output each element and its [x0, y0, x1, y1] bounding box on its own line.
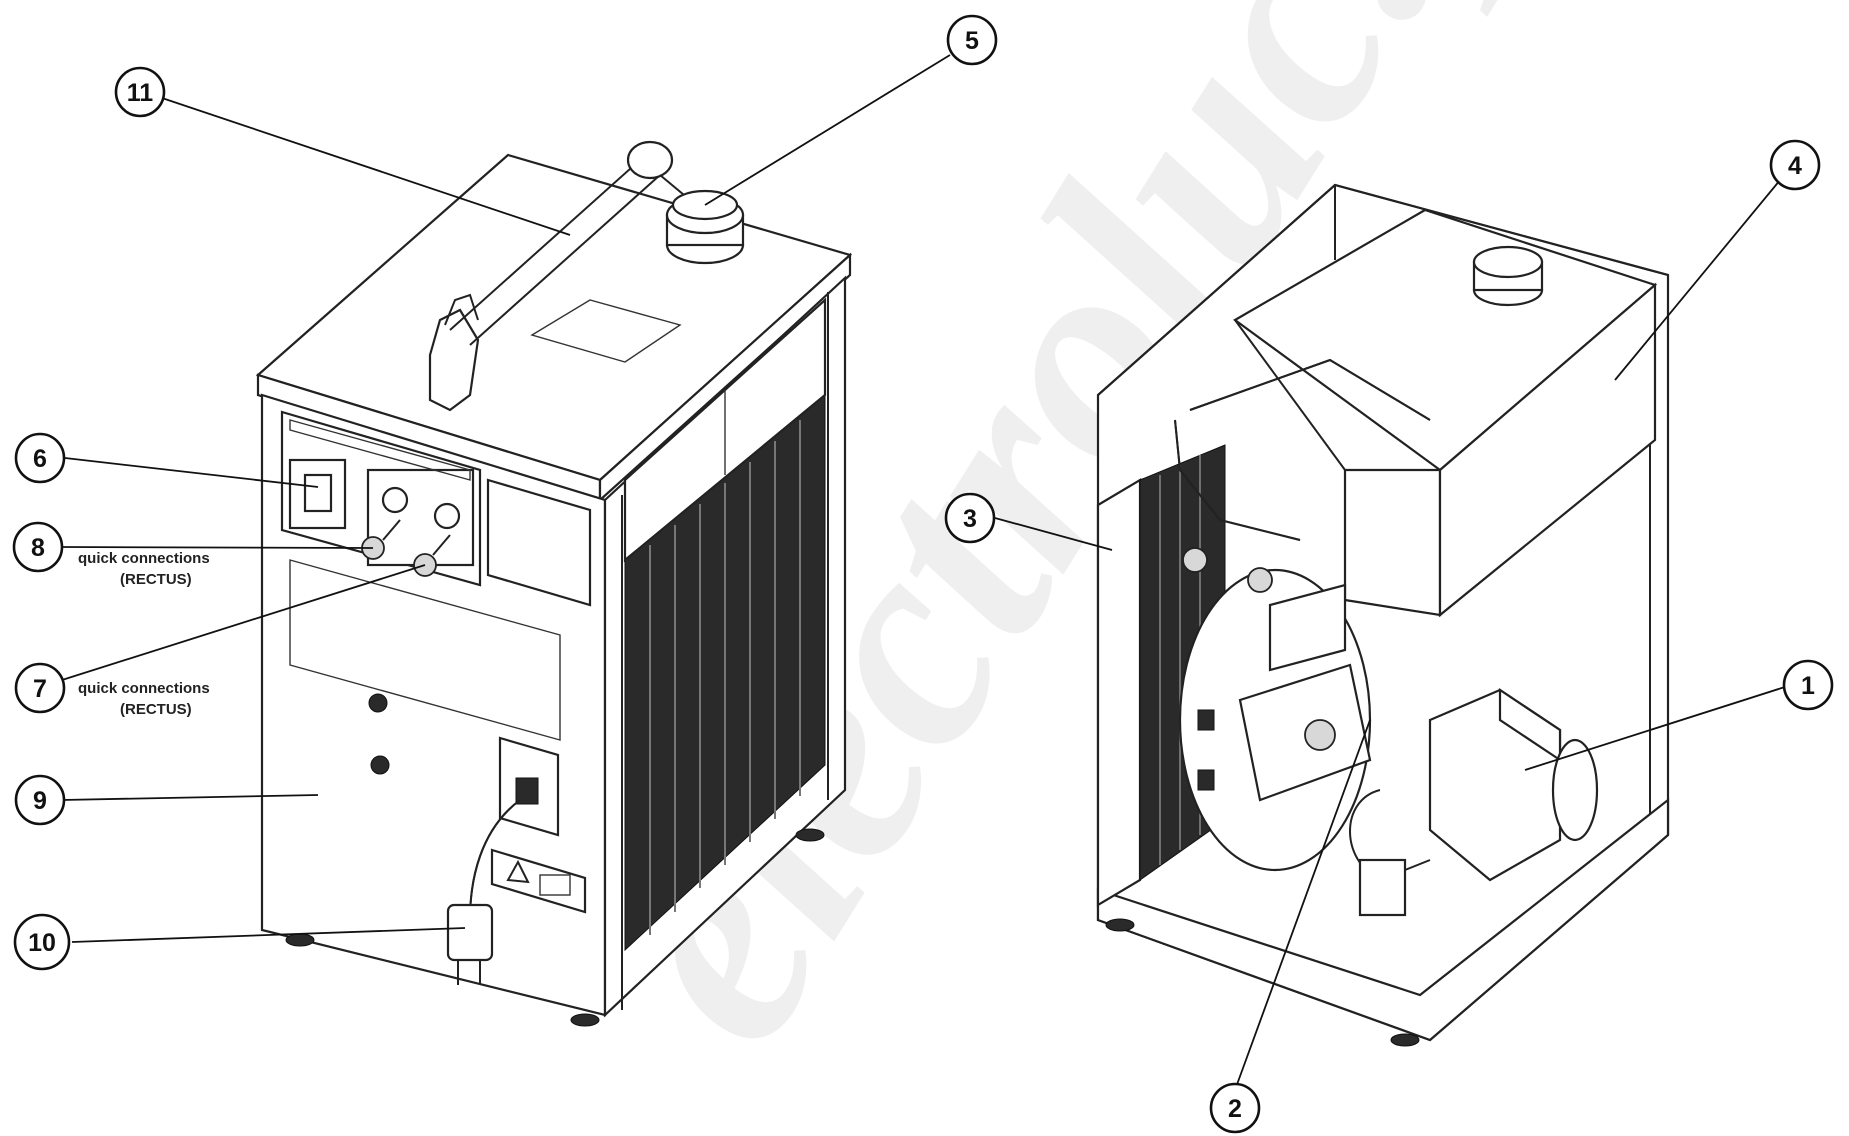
leader-6	[64, 457, 319, 488]
callout-8-label: 8	[31, 534, 45, 562]
callout-4: 4	[1769, 139, 1821, 191]
warning-triangle-icon	[506, 859, 530, 884]
callout-7: 7	[14, 662, 66, 714]
callout-3-label: 3	[963, 505, 977, 533]
callout-6: 6	[14, 432, 66, 484]
leader-1	[1524, 685, 1789, 771]
note-7-line1: quick connections	[78, 680, 210, 697]
leader-2	[1234, 719, 1371, 1091]
front-unit-name-plate	[289, 419, 471, 481]
quick-connection-hose-b	[432, 534, 451, 556]
callout-9: 9	[14, 774, 66, 826]
note-7-line2: (RECTUS)	[120, 701, 192, 718]
note-callout-8: quick connections (RECTUS)	[78, 550, 210, 588]
front-unit-screw-a	[368, 693, 388, 713]
open-unit-base-tray	[1096, 797, 1670, 1042]
leader-11	[161, 97, 571, 236]
callout-1-label: 1	[1801, 672, 1815, 700]
tank-cap	[1472, 245, 1544, 307]
front-unit-front-label	[289, 559, 561, 741]
front-unit-lid-label	[530, 299, 682, 363]
filler-cap	[665, 189, 745, 265]
note-8-line2: (RECTUS)	[120, 571, 192, 588]
callout-4-label: 4	[1788, 152, 1802, 180]
callout-10: 10	[13, 913, 71, 971]
leader-10	[71, 927, 466, 943]
refrigerant-piping	[1174, 358, 1431, 593]
front-unit-vent-slots	[649, 420, 801, 935]
callout-1: 1	[1782, 659, 1834, 711]
power-switch	[303, 473, 333, 513]
evaporator-assembly	[1197, 583, 1372, 802]
open-unit-foot-a	[1105, 918, 1135, 932]
front-unit	[255, 140, 853, 1027]
leader-4	[1614, 167, 1791, 381]
front-unit-screw-b	[370, 755, 390, 775]
leader-9	[61, 794, 319, 801]
callout-5-label: 5	[965, 27, 979, 55]
reservoir-tank	[1232, 208, 1658, 618]
callout-9-label: 9	[33, 787, 47, 815]
leader-7	[61, 564, 426, 681]
callout-2: 2	[1209, 1082, 1261, 1134]
front-unit-foot-a	[285, 933, 315, 947]
callout-11: 11	[114, 66, 166, 118]
callout-11-label: 11	[127, 79, 154, 107]
open-unit-foot-b	[1390, 1033, 1420, 1047]
callout-5: 5	[946, 14, 998, 66]
leader-8	[59, 546, 374, 549]
open-unit	[1096, 183, 1670, 1047]
cable-gland	[515, 777, 539, 805]
callout-10-label: 10	[28, 929, 56, 957]
callout-6-label: 6	[33, 445, 47, 473]
front-unit-foot-c	[795, 828, 825, 842]
callout-2-label: 2	[1228, 1095, 1242, 1123]
note-8-line1: quick connections	[78, 550, 210, 567]
carry-handle	[428, 140, 701, 412]
front-unit-display-window	[486, 478, 592, 607]
quick-connection-hose-a	[382, 519, 401, 541]
front-unit-foot-b	[570, 1013, 600, 1027]
circulation-pump	[1349, 687, 1599, 917]
callout-7-label: 7	[33, 675, 47, 703]
note-callout-7: quick connections (RECTUS)	[78, 680, 210, 718]
front-unit-lid-side-edge	[598, 252, 852, 503]
callout-8: 8	[12, 521, 64, 573]
gauge-left	[381, 486, 409, 514]
callout-3: 3	[944, 492, 996, 544]
power-plug	[446, 903, 494, 962]
gauge-right	[433, 502, 461, 530]
leader-3	[994, 517, 1113, 551]
leader-5	[704, 54, 951, 206]
warning-label-box	[539, 874, 571, 896]
